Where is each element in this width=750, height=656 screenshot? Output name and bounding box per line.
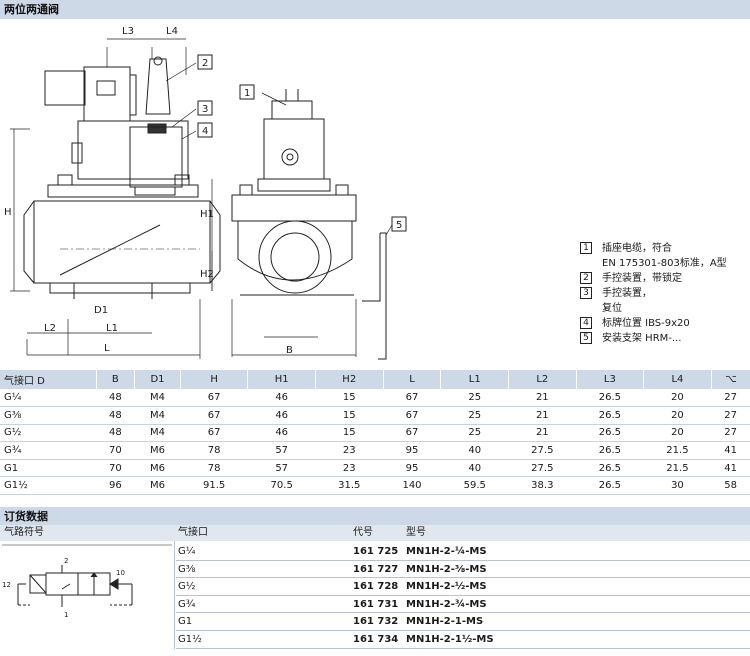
front-port-outer: [258, 220, 332, 294]
drawing-callout-4: [197, 122, 213, 138]
svg-text:1: 1: [64, 611, 68, 619]
manual-lever: [145, 58, 171, 115]
pneumatic-symbol: 2 12 10 1: [2, 544, 172, 619]
plug-cable-gland: [44, 70, 86, 106]
order-code: 161 725: [353, 546, 399, 557]
order-model: MN1H-2-1-MS: [406, 616, 484, 628]
section-title-2-2-valve: 两位两通阀: [0, 0, 750, 19]
section-title-order-data: 订货数据: [0, 507, 750, 526]
order-row: G1½ 161 734 MN1H-2-1½-MS: [176, 631, 750, 649]
drawing-callout-3: [197, 100, 213, 116]
order-row: G⅜ 161 727 MN1H-2-⅜-MS: [176, 561, 750, 579]
dimension-drawing: L3 L4 H H1 H2 D1 L2 L1 L B 2 3 4 1 5: [4, 26, 407, 360]
connector-plug: [83, 66, 131, 122]
order-model: MN1H-2-1½-MS: [406, 633, 494, 645]
front-flange: [231, 194, 357, 222]
dim-label-L2: L2: [44, 323, 56, 334]
order-code: 161 734: [353, 633, 399, 645]
wrench-icon: ⌥: [710, 370, 750, 389]
order-code: 161 732: [353, 616, 399, 628]
order-code: 161 728: [353, 581, 399, 593]
order-port: G¼: [178, 546, 196, 557]
order-table: G¼ 161 725 MN1H-2-¼-MS G⅜ 161 727 MN1H-2-⅜-MS…: [176, 543, 750, 649]
callout-number: 3: [580, 287, 592, 299]
order-code: 161 727: [353, 563, 399, 575]
drawing-callout-5: [391, 216, 407, 232]
svg-text:2: 2: [64, 557, 68, 565]
order-port: G¾: [178, 598, 196, 610]
order-row: G½ 161 728 MN1H-2-½-MS: [176, 578, 750, 596]
svg-text:12: 12: [2, 581, 11, 589]
order-model: MN1H-2-½-MS: [406, 581, 487, 593]
svg-text:2: 2: [202, 58, 208, 69]
svg-text:5: 5: [396, 220, 402, 231]
order-column-headers: 气路符号 气接口 代号 型号: [0, 525, 750, 541]
callout-number: 1: [580, 242, 592, 254]
svg-text:4: 4: [202, 126, 208, 137]
table-header-row: 气接口 D B D1 H H1 H2 L L1 L2 L3 L4 ⌥: [0, 370, 750, 389]
dim-label-H: H: [4, 207, 12, 218]
order-port: G⅜: [178, 563, 196, 575]
dim-label-L4: L4: [166, 26, 178, 37]
dim-label-H1: H1: [200, 209, 214, 220]
front-port-inner: [270, 232, 320, 282]
order-model: MN1H-2-⅜-MS: [406, 563, 487, 575]
order-port: G½: [178, 581, 196, 593]
order-row: G1 161 732 MN1H-2-1-MS: [176, 613, 750, 631]
dim-label-L: L: [104, 343, 110, 354]
svg-text:10: 10: [116, 569, 125, 577]
callout-number: 2: [580, 272, 592, 284]
front-coil: [263, 118, 325, 180]
dim-label-D1: D1: [94, 305, 108, 316]
callout-number: 4: [580, 317, 592, 329]
order-row: G¼ 161 725 MN1H-2-¼-MS: [176, 543, 750, 561]
mounting-bracket: [362, 232, 387, 360]
dim-label-L3: L3: [122, 26, 134, 37]
dim-label-H2: H2: [200, 269, 214, 280]
dim-label-B: B: [286, 345, 293, 356]
order-port: G1: [178, 616, 193, 628]
order-code: 161 731: [353, 598, 399, 610]
drawing-callout-2: [197, 54, 213, 70]
order-model: MN1H-2-¾-MS: [406, 598, 487, 610]
svg-text:3: 3: [202, 104, 208, 115]
order-row: G¾ 161 731 MN1H-2-¾-MS: [176, 596, 750, 614]
dim-label-L1: L1: [106, 323, 118, 334]
callout-number: 5: [580, 332, 592, 344]
svg-text:1: 1: [244, 88, 250, 99]
valve-body-side: [33, 200, 211, 284]
solenoid-coil: [77, 120, 189, 180]
drawing-callout-1: [239, 84, 255, 100]
order-model: MN1H-2-¼-MS: [406, 546, 487, 557]
order-port: G1½: [178, 633, 202, 645]
